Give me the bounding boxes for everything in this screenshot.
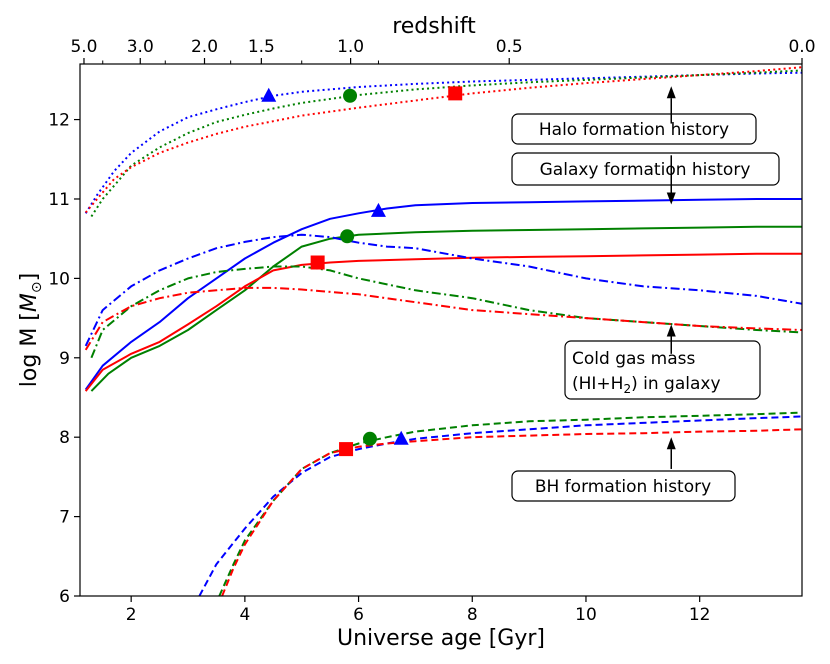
y-tick-label: 12 [48, 111, 70, 131]
series-bh-blue [198, 415, 802, 596]
annotation-arrow-head [666, 437, 676, 450]
annotation-bh-box [511, 470, 736, 502]
top-axis-title: redshift [392, 14, 476, 39]
series-bh-red [221, 428, 802, 596]
top-tick-label: 3.0 [127, 37, 154, 57]
annotation-arrow-head [666, 324, 676, 337]
arrow-layer [666, 86, 676, 469]
top-tick-label: 1.5 [248, 37, 275, 57]
series-coldgas-blue [84, 233, 802, 347]
x-tick-label: 4 [239, 605, 250, 625]
annotation-coldgas-line2: (HI+H2) in galaxy [572, 374, 721, 396]
series-bh-green [218, 411, 802, 596]
annotation-coldgas-line1: Cold gas mass [572, 349, 695, 369]
y-tick-label: 9 [59, 349, 70, 369]
y-axis-title: log M [M⊙] [17, 273, 45, 387]
y-tick-label: 10 [48, 269, 70, 289]
marker-square-red [339, 442, 354, 457]
top-tick-label: 5.0 [70, 37, 97, 57]
left-axis-ticks: 6 7 8 9 10 11 12 [48, 111, 80, 607]
marker-circle-green [362, 431, 377, 446]
top-tick-label: 2.0 [191, 37, 218, 57]
y-tick-label: 7 [59, 508, 70, 528]
y-tick-label: 11 [48, 190, 70, 210]
marker-triangle-blue [261, 87, 277, 102]
y-tick-label: 8 [59, 428, 70, 448]
x-tick-label: 10 [575, 605, 597, 625]
series-galaxy-blue [84, 198, 802, 391]
annotation-arrow-head [666, 86, 676, 99]
series-layer [84, 66, 802, 596]
annotation-galaxy-box [511, 152, 780, 186]
annotation-halo-box [511, 113, 757, 145]
x-tick-label: 12 [689, 605, 711, 625]
marker-layer [261, 86, 463, 457]
y-tick-label: 6 [59, 587, 70, 607]
annotation-halo-text: Halo formation history [539, 120, 729, 140]
x-tick-label: 8 [467, 605, 478, 625]
annotation-coldgas: Cold gas mass (HI+H2) in galaxy [564, 340, 761, 400]
x-tick-label: 2 [126, 605, 137, 625]
annotation-halo: Halo formation history [511, 113, 757, 145]
marker-square-red [448, 86, 463, 101]
series-galaxy-red [84, 252, 802, 392]
series-galaxy-green [90, 225, 802, 392]
annotation-arrow-head [666, 192, 676, 205]
marker-circle-green [340, 229, 355, 244]
top-tick-label: 0.5 [496, 37, 523, 57]
annotation-bh: BH formation history [511, 470, 736, 502]
marker-square-red [310, 255, 325, 270]
annotation-galaxy-text: Galaxy formation history [540, 160, 751, 180]
marker-triangle-blue [393, 430, 409, 445]
series-coldgas-green [90, 265, 802, 359]
top-axis-ticks: 5.0 3.0 2.0 1.5 1.0 0.5 0.0 [70, 37, 816, 64]
top-tick-label: 1.0 [337, 37, 364, 57]
plot-frame [79, 63, 803, 597]
annotation-coldgas-box [564, 340, 761, 400]
series-coldgas-red [84, 286, 802, 351]
annotation-galaxy: Galaxy formation history [511, 152, 780, 186]
marker-triangle-blue [370, 202, 386, 217]
x-tick-label: 6 [353, 605, 364, 625]
x-axis-title: Universe age [Gyr] [337, 626, 545, 651]
bottom-axis-ticks: 2 4 6 8 10 12 [126, 596, 711, 625]
annotation-bh-text: BH formation history [535, 477, 711, 497]
top-tick-label: 0.0 [788, 37, 815, 57]
marker-circle-green [343, 88, 358, 103]
